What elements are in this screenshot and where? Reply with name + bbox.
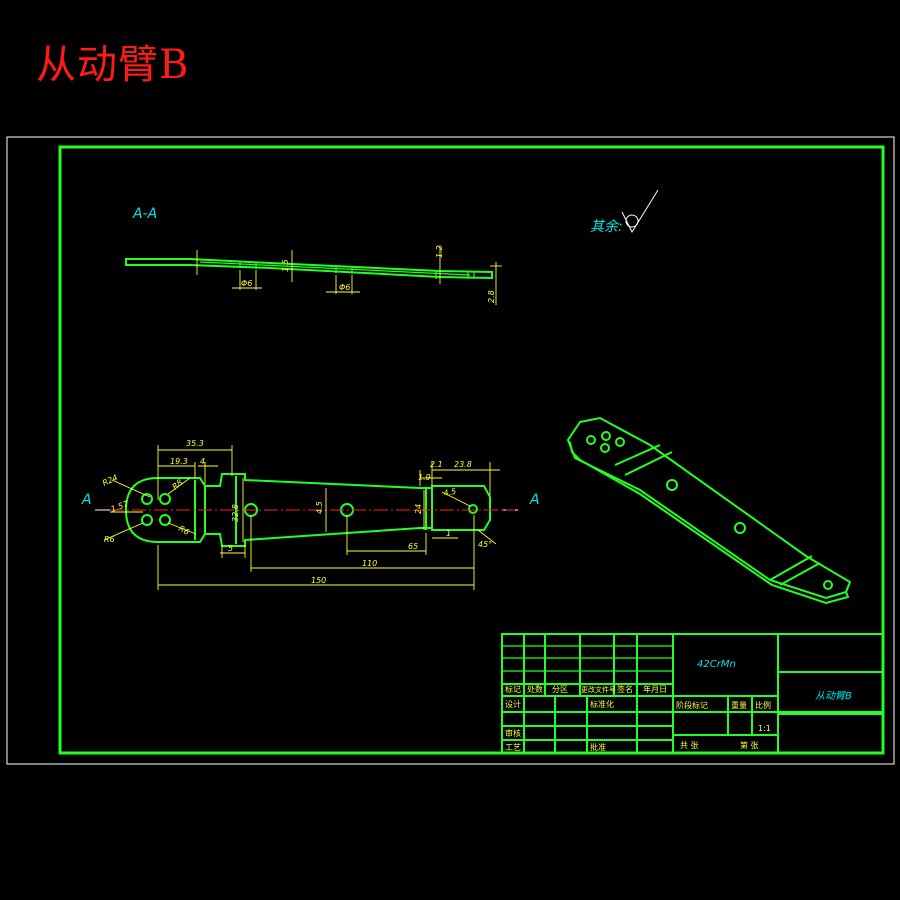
dim-r6: R6 <box>104 535 115 544</box>
tb-label-total-sheets: 共 张 <box>680 741 699 750</box>
dim-23-8: 23.8 <box>454 460 472 469</box>
tb-label-date: 年月日 <box>643 684 667 694</box>
section-view-dimensions <box>196 245 502 305</box>
dim-phi6-b: Φ6 <box>339 283 350 292</box>
section-view-profile <box>125 258 493 280</box>
dim-4: 4 <box>200 457 205 466</box>
tb-label-approve: 批准 <box>590 742 606 752</box>
sheet-outer-border <box>6 136 895 765</box>
tb-label-signature: 签名 <box>617 684 633 694</box>
dim-1: 1 <box>446 529 451 538</box>
dim-r6-b: R6 <box>177 524 191 537</box>
dim-2-1: 2.1 <box>430 460 443 469</box>
dim-phi6-a: Φ6 <box>241 279 252 288</box>
tb-label-mark: 标记 <box>505 684 521 694</box>
tb-label-doc-no: 更改文件号 <box>581 685 616 694</box>
dim-150: 150 <box>311 576 326 585</box>
material: 42CrMn <box>697 659 736 670</box>
dim-24: 24 <box>414 504 423 514</box>
dim-1-5: 1.5 <box>281 259 290 272</box>
dim-32-8: 32.8 <box>231 504 240 522</box>
dim-45deg: 45° <box>478 540 492 549</box>
dim-4-5b: 4.5 <box>443 487 457 498</box>
scale-value: 1:1 <box>758 724 771 733</box>
tb-label-weight: 重量 <box>731 700 747 710</box>
roughness-note: 其余: <box>590 219 623 235</box>
part-name: 从动臂B <box>815 690 852 702</box>
dim-4-5: 4.5 <box>315 501 324 514</box>
dim-5: 5 <box>228 544 233 553</box>
tb-label-process: 工艺 <box>505 743 521 752</box>
drawing-frame <box>58 145 885 755</box>
tb-label-count: 处数 <box>527 684 543 694</box>
tb-label-stage-mark: 阶段标记 <box>676 700 708 710</box>
page-title: 从动臂B <box>36 42 190 88</box>
view-marker-right: A <box>529 492 540 508</box>
tb-label-standardize: 标准化 <box>590 699 614 709</box>
section-label: A-A <box>132 206 157 222</box>
dim-2-8: 2.8 <box>487 290 496 303</box>
tb-label-reviewer: 审核 <box>505 728 521 738</box>
dim-r24: R24 <box>101 473 119 488</box>
dim-35-3: 35.3 <box>186 439 204 448</box>
tb-label-sheet-no: 第 张 <box>740 740 759 750</box>
title-block-grid <box>501 633 884 754</box>
dim-r8: R8 <box>171 478 185 492</box>
dim-19-3: 19.3 <box>170 457 188 466</box>
tb-label-scale: 比例 <box>755 700 771 710</box>
dim-65: 65 <box>408 542 418 551</box>
dim-1-2: 1.2 <box>435 245 444 258</box>
view-marker-left: A <box>81 492 92 508</box>
isometric-view <box>566 416 852 605</box>
dim-110: 110 <box>362 559 377 568</box>
plan-view-dimensions <box>103 445 500 590</box>
roughness-symbol <box>621 189 659 234</box>
dim-1-9: 1.9 <box>418 473 431 482</box>
tb-label-zone: 分区 <box>552 685 568 694</box>
tb-label-designer: 设计 <box>505 699 521 709</box>
